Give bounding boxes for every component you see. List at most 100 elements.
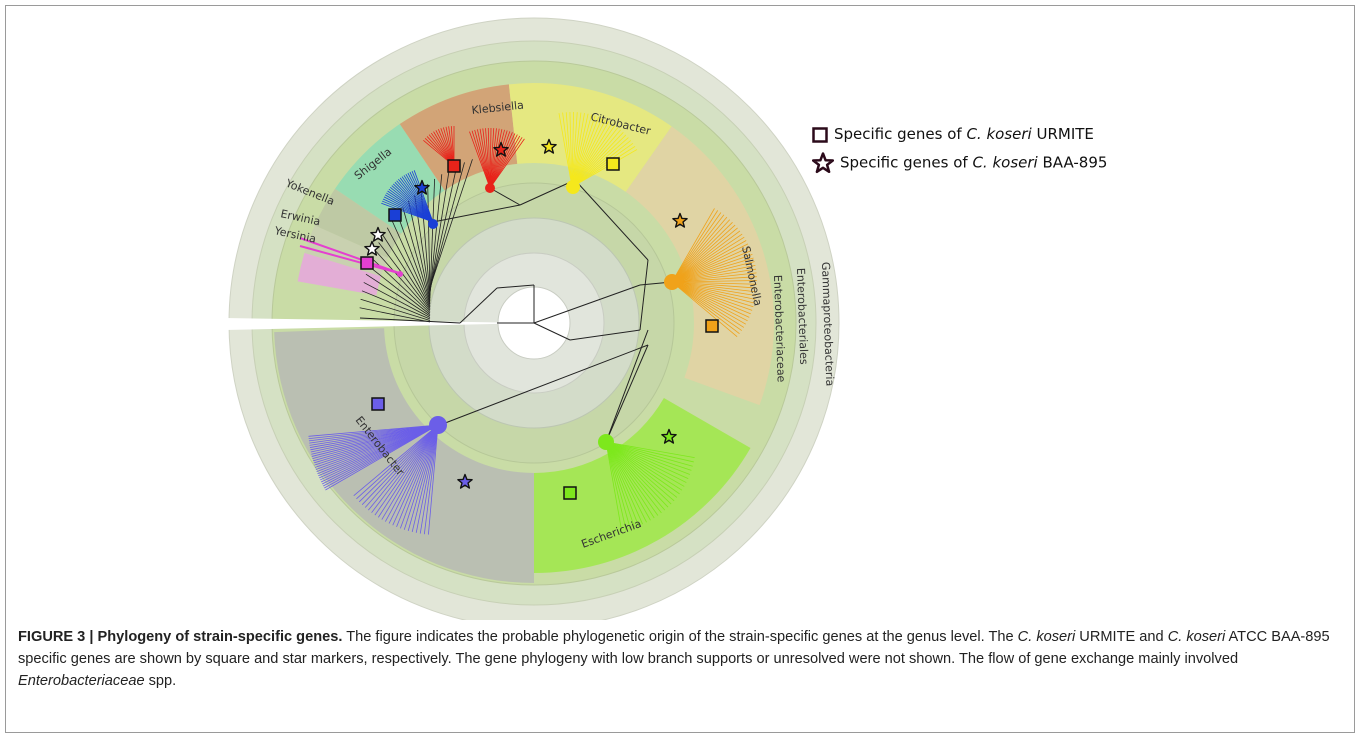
escherichia-tip-14 xyxy=(605,441,666,511)
outgroup-branch-8 xyxy=(378,242,431,311)
enterobacter-tip2-15 xyxy=(371,424,439,513)
salmonella-tip-28 xyxy=(671,281,756,300)
outgroup-branch-21 xyxy=(429,165,458,291)
citrobacter-tip-24 xyxy=(571,146,636,188)
yersinia-branch xyxy=(299,237,403,275)
backbone-branch-9 xyxy=(639,259,649,331)
citrobacter-tip-18 xyxy=(571,129,621,188)
salmonella-tip-39 xyxy=(671,281,738,337)
salmonella-tip-4 xyxy=(671,216,728,283)
salmonella-tip-30 xyxy=(671,281,754,308)
klebsiella-tip-5 xyxy=(482,128,491,189)
escherichia-tip-2 xyxy=(605,441,693,467)
backbone-branch-2 xyxy=(496,284,535,289)
klebsiella-tip-6 xyxy=(485,128,491,189)
enterobacter-tip2-19 xyxy=(358,424,439,503)
node-enterobacter xyxy=(429,416,447,434)
klebsiella-tip-4 xyxy=(479,128,491,189)
salmonella-tip-0 xyxy=(671,208,715,283)
enterobacter-tip2-2 xyxy=(419,424,439,534)
label-enterobacteriaceae: Enterobacteriaceae xyxy=(771,275,788,383)
enterobacter-tip-25 xyxy=(308,424,439,437)
backbone-branch-14 xyxy=(519,179,576,206)
citrobacter-tip-3 xyxy=(569,112,573,188)
salmonella-tip-19 xyxy=(671,264,756,283)
salmonella-tip-1 xyxy=(671,210,719,283)
citrobacter-tip-10 xyxy=(571,115,596,188)
klebsiella-tip-9 xyxy=(489,128,495,189)
backbone-branch-4 xyxy=(359,317,461,324)
legend-star: Specific genes of C. koseri BAA-895 xyxy=(812,152,1107,174)
citrobacter-tip-22 xyxy=(571,140,632,188)
salmonella-tip-6 xyxy=(671,222,733,283)
citrobacter-tip-9 xyxy=(571,114,593,188)
salmonella-tip-7 xyxy=(671,224,736,283)
escherichia-tip-7 xyxy=(605,441,685,487)
outgroup-branch-9 xyxy=(382,234,431,309)
salmonella-tip-29 xyxy=(671,281,755,304)
citrobacter-tip-12 xyxy=(571,118,603,188)
caption-family: Enterobacteriaceae xyxy=(18,673,145,689)
salmonella-tip-2 xyxy=(671,212,722,283)
phylogenetic-tree xyxy=(299,112,757,535)
caption-species-1: C. koseri xyxy=(1017,629,1076,645)
label-gammaproteobacteria: Gammaproteobacteria xyxy=(819,262,836,387)
escherichia-tip-24 xyxy=(605,441,627,530)
salmonella-tip-15 xyxy=(671,250,752,283)
sector-yokenella xyxy=(314,188,402,258)
klebsiella-tip-3 xyxy=(476,129,491,189)
klebsiella-tip-7 xyxy=(487,128,491,189)
enterobacter-tip2-12 xyxy=(381,424,439,520)
escherichia-tip-23 xyxy=(605,441,631,529)
citrobacter-tip-0 xyxy=(558,113,573,188)
escherichia-tip-6 xyxy=(605,441,687,483)
escherichia-tip-19 xyxy=(605,441,647,523)
enterobacter-tip2-6 xyxy=(403,424,439,530)
salmonella-tip-27 xyxy=(671,281,756,297)
node-citrobacter xyxy=(566,180,580,194)
legend-star-prefix: Specific genes of xyxy=(840,153,973,172)
salmonella-tip-24 xyxy=(671,281,757,285)
enterobacter-tip2-9 xyxy=(392,424,439,526)
backbone-branch-12 xyxy=(605,344,649,443)
klebsiella-tip-10 xyxy=(489,128,497,189)
enterobacter-tip2-13 xyxy=(377,424,439,518)
enterobacter-tip2-5 xyxy=(407,424,439,531)
salmonella-tip-31 xyxy=(671,281,753,311)
outgroup-branch-11 xyxy=(391,220,431,306)
escherichia-tip-17 xyxy=(605,441,655,519)
legend-square-species: C. koseri xyxy=(966,125,1032,143)
backbone-branch-15 xyxy=(432,204,521,223)
outgroup-branch-3 xyxy=(363,282,431,318)
square-marker-enterobacter xyxy=(371,397,385,411)
node-shigella xyxy=(428,219,438,229)
escherichia-tip-9 xyxy=(605,441,680,495)
salmonella-tip-13 xyxy=(671,243,749,283)
salmonella-tip-8 xyxy=(671,227,738,283)
salmonella-tip-20 xyxy=(671,268,757,283)
figure-caption: FIGURE 3 | Phylogeny of strain-specific … xyxy=(18,626,1343,692)
citrobacter-tip-8 xyxy=(571,113,589,188)
star-marker-shigella xyxy=(414,179,430,195)
citrobacter-tip-15 xyxy=(571,123,613,188)
salmonella-tip-3 xyxy=(671,214,725,283)
backbone-branch-10 xyxy=(574,179,649,261)
backbone-branch-16 xyxy=(489,187,521,206)
salmonella-tip-23 xyxy=(671,280,757,283)
outgroup-branch-20 xyxy=(429,169,450,293)
klebsiella-tip-14 xyxy=(489,130,508,189)
escherichia-tip-20 xyxy=(605,441,643,525)
square-marker-icon xyxy=(812,126,828,143)
outgroup-branch-19 xyxy=(429,174,443,294)
enterobacter-tip2-3 xyxy=(415,424,439,533)
citrobacter-tip-5 xyxy=(571,112,578,188)
escherichia-tip-16 xyxy=(605,441,659,516)
escherichia-tip-11 xyxy=(605,441,675,502)
enterobacter-tip2-17 xyxy=(364,424,439,508)
citrobacter-tip-4 xyxy=(571,112,574,188)
salmonella-tip-36 xyxy=(671,281,745,328)
outgroup-branch-2 xyxy=(361,290,431,320)
label-klebsiella: Klebsiella xyxy=(471,99,525,117)
klebsiella-tip-16 xyxy=(489,132,513,189)
sector-salmonella xyxy=(625,126,774,406)
